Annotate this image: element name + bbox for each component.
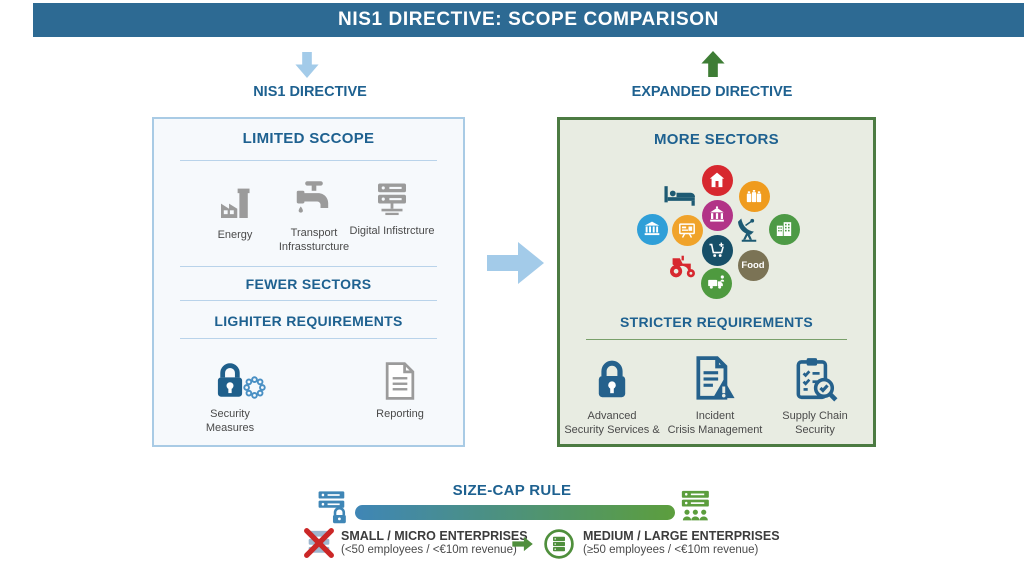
requirement-line2: Crisis Management bbox=[667, 423, 763, 436]
sector-food: Food bbox=[737, 249, 769, 281]
requirement-label: Security Measures bbox=[205, 408, 255, 434]
sector-label: Energy bbox=[217, 229, 253, 241]
expanded-directive-box: MORE SECTORS Food STRICTER REQUIREMENTS … bbox=[557, 117, 876, 447]
supply-chain-audit-icon bbox=[790, 354, 840, 404]
size-cap-rule-title: SIZE-CAP RULE bbox=[452, 482, 572, 499]
divider bbox=[180, 300, 437, 301]
large-enterprise-server-people-icon bbox=[678, 487, 714, 525]
sector-label: Transport Infrassturcture bbox=[278, 227, 350, 253]
nis1-directive-box: LIMITED SCCOPE Energy Transport Infrasstu… bbox=[152, 117, 465, 447]
requirement-security-measures: Security Measures bbox=[165, 351, 295, 436]
small-micro-criteria: (<50 employees / <€10m revenue) bbox=[341, 544, 517, 556]
more-sectors-title: MORE SECTORS bbox=[653, 131, 779, 148]
lock-icon bbox=[588, 356, 636, 404]
small-enterprise-server-lock-icon bbox=[316, 487, 352, 525]
divider bbox=[180, 266, 437, 267]
requirement-line2: Security Services & bbox=[564, 423, 660, 436]
chain-icon bbox=[241, 374, 268, 401]
board-icon bbox=[671, 214, 703, 246]
cart-icon bbox=[701, 234, 733, 266]
sector-digital-infistrcture: Digital Infistrcture bbox=[336, 177, 448, 239]
requirement-line1: Supply Chain bbox=[782, 410, 848, 422]
medium-large-criteria: (≥50 employees / <€10m revenue) bbox=[583, 544, 759, 556]
bank-columns-icon bbox=[636, 213, 668, 245]
faucet-icon bbox=[258, 175, 370, 223]
truck-icon bbox=[700, 267, 732, 299]
requirement-line1: Advanced bbox=[587, 410, 637, 422]
satellite-icon bbox=[734, 214, 764, 244]
medium-large-title: MEDIUM / LARGE ENTERPRISES bbox=[583, 529, 780, 543]
food-label: Food bbox=[741, 259, 765, 271]
lock-icon bbox=[208, 359, 252, 403]
sector-energy: Energy bbox=[179, 181, 291, 243]
supply-chain-audit-icon bbox=[755, 350, 875, 404]
divider bbox=[180, 338, 437, 339]
lock-chain-icon bbox=[165, 351, 295, 403]
server-icon bbox=[336, 177, 448, 221]
small-micro-title: SMALL / MICRO ENTERPRISES bbox=[341, 529, 528, 543]
limited-scope-title: LIMITED SCCOPE bbox=[242, 130, 375, 147]
requirement-line1: Incident bbox=[695, 410, 735, 422]
bed-icon bbox=[661, 182, 698, 210]
document-icon bbox=[335, 351, 465, 403]
divider bbox=[586, 339, 847, 340]
buildings-icon bbox=[768, 213, 800, 245]
down-arrow-icon bbox=[295, 52, 319, 79]
bottles-icon bbox=[738, 180, 770, 212]
transition-arrow-icon bbox=[487, 242, 544, 284]
lock-icon bbox=[552, 350, 672, 404]
requirement-reporting: Reporting bbox=[335, 351, 465, 422]
title-bar: NIS1 DIRECTIVE: SCOPE COMPARISON bbox=[33, 3, 1024, 37]
sector-transport-infrassturcture: Transport Infrassturcture bbox=[258, 175, 370, 255]
incident-report-icon bbox=[690, 354, 740, 404]
right-column-header: EXPANDED DIRECTIVE bbox=[631, 84, 793, 100]
factory-icon bbox=[179, 181, 291, 225]
inclusion-arrow-icon bbox=[512, 536, 533, 552]
bank-ornate-icon bbox=[701, 199, 733, 231]
document-icon bbox=[378, 359, 422, 403]
left-column-header: NIS1 DIRECTIVE bbox=[253, 84, 367, 100]
tractor-icon bbox=[666, 252, 699, 280]
page-title: NIS1 DIRECTIVE: SCOPE COMPARISON bbox=[338, 9, 719, 30]
lighter-requirements-title: LIGHITER REQUIREMENTS bbox=[214, 313, 403, 329]
stricter-requirements-title: STRICTER REQUIREMENTS bbox=[620, 314, 813, 330]
divider bbox=[180, 160, 437, 161]
house-icon bbox=[701, 164, 733, 196]
incident-report-icon bbox=[655, 350, 775, 404]
fewer-sectors-title: FEWER SECTORS bbox=[245, 276, 372, 292]
requirement-line2: Security bbox=[795, 423, 835, 436]
excluded-x-icon bbox=[301, 526, 337, 560]
sector-label: Digital Infistrcture bbox=[349, 225, 435, 237]
included-server-badge-icon bbox=[543, 528, 575, 560]
requirement-label: Reporting bbox=[376, 408, 424, 420]
size-cap-gradient-bar bbox=[355, 505, 675, 520]
up-arrow-icon bbox=[701, 50, 725, 77]
